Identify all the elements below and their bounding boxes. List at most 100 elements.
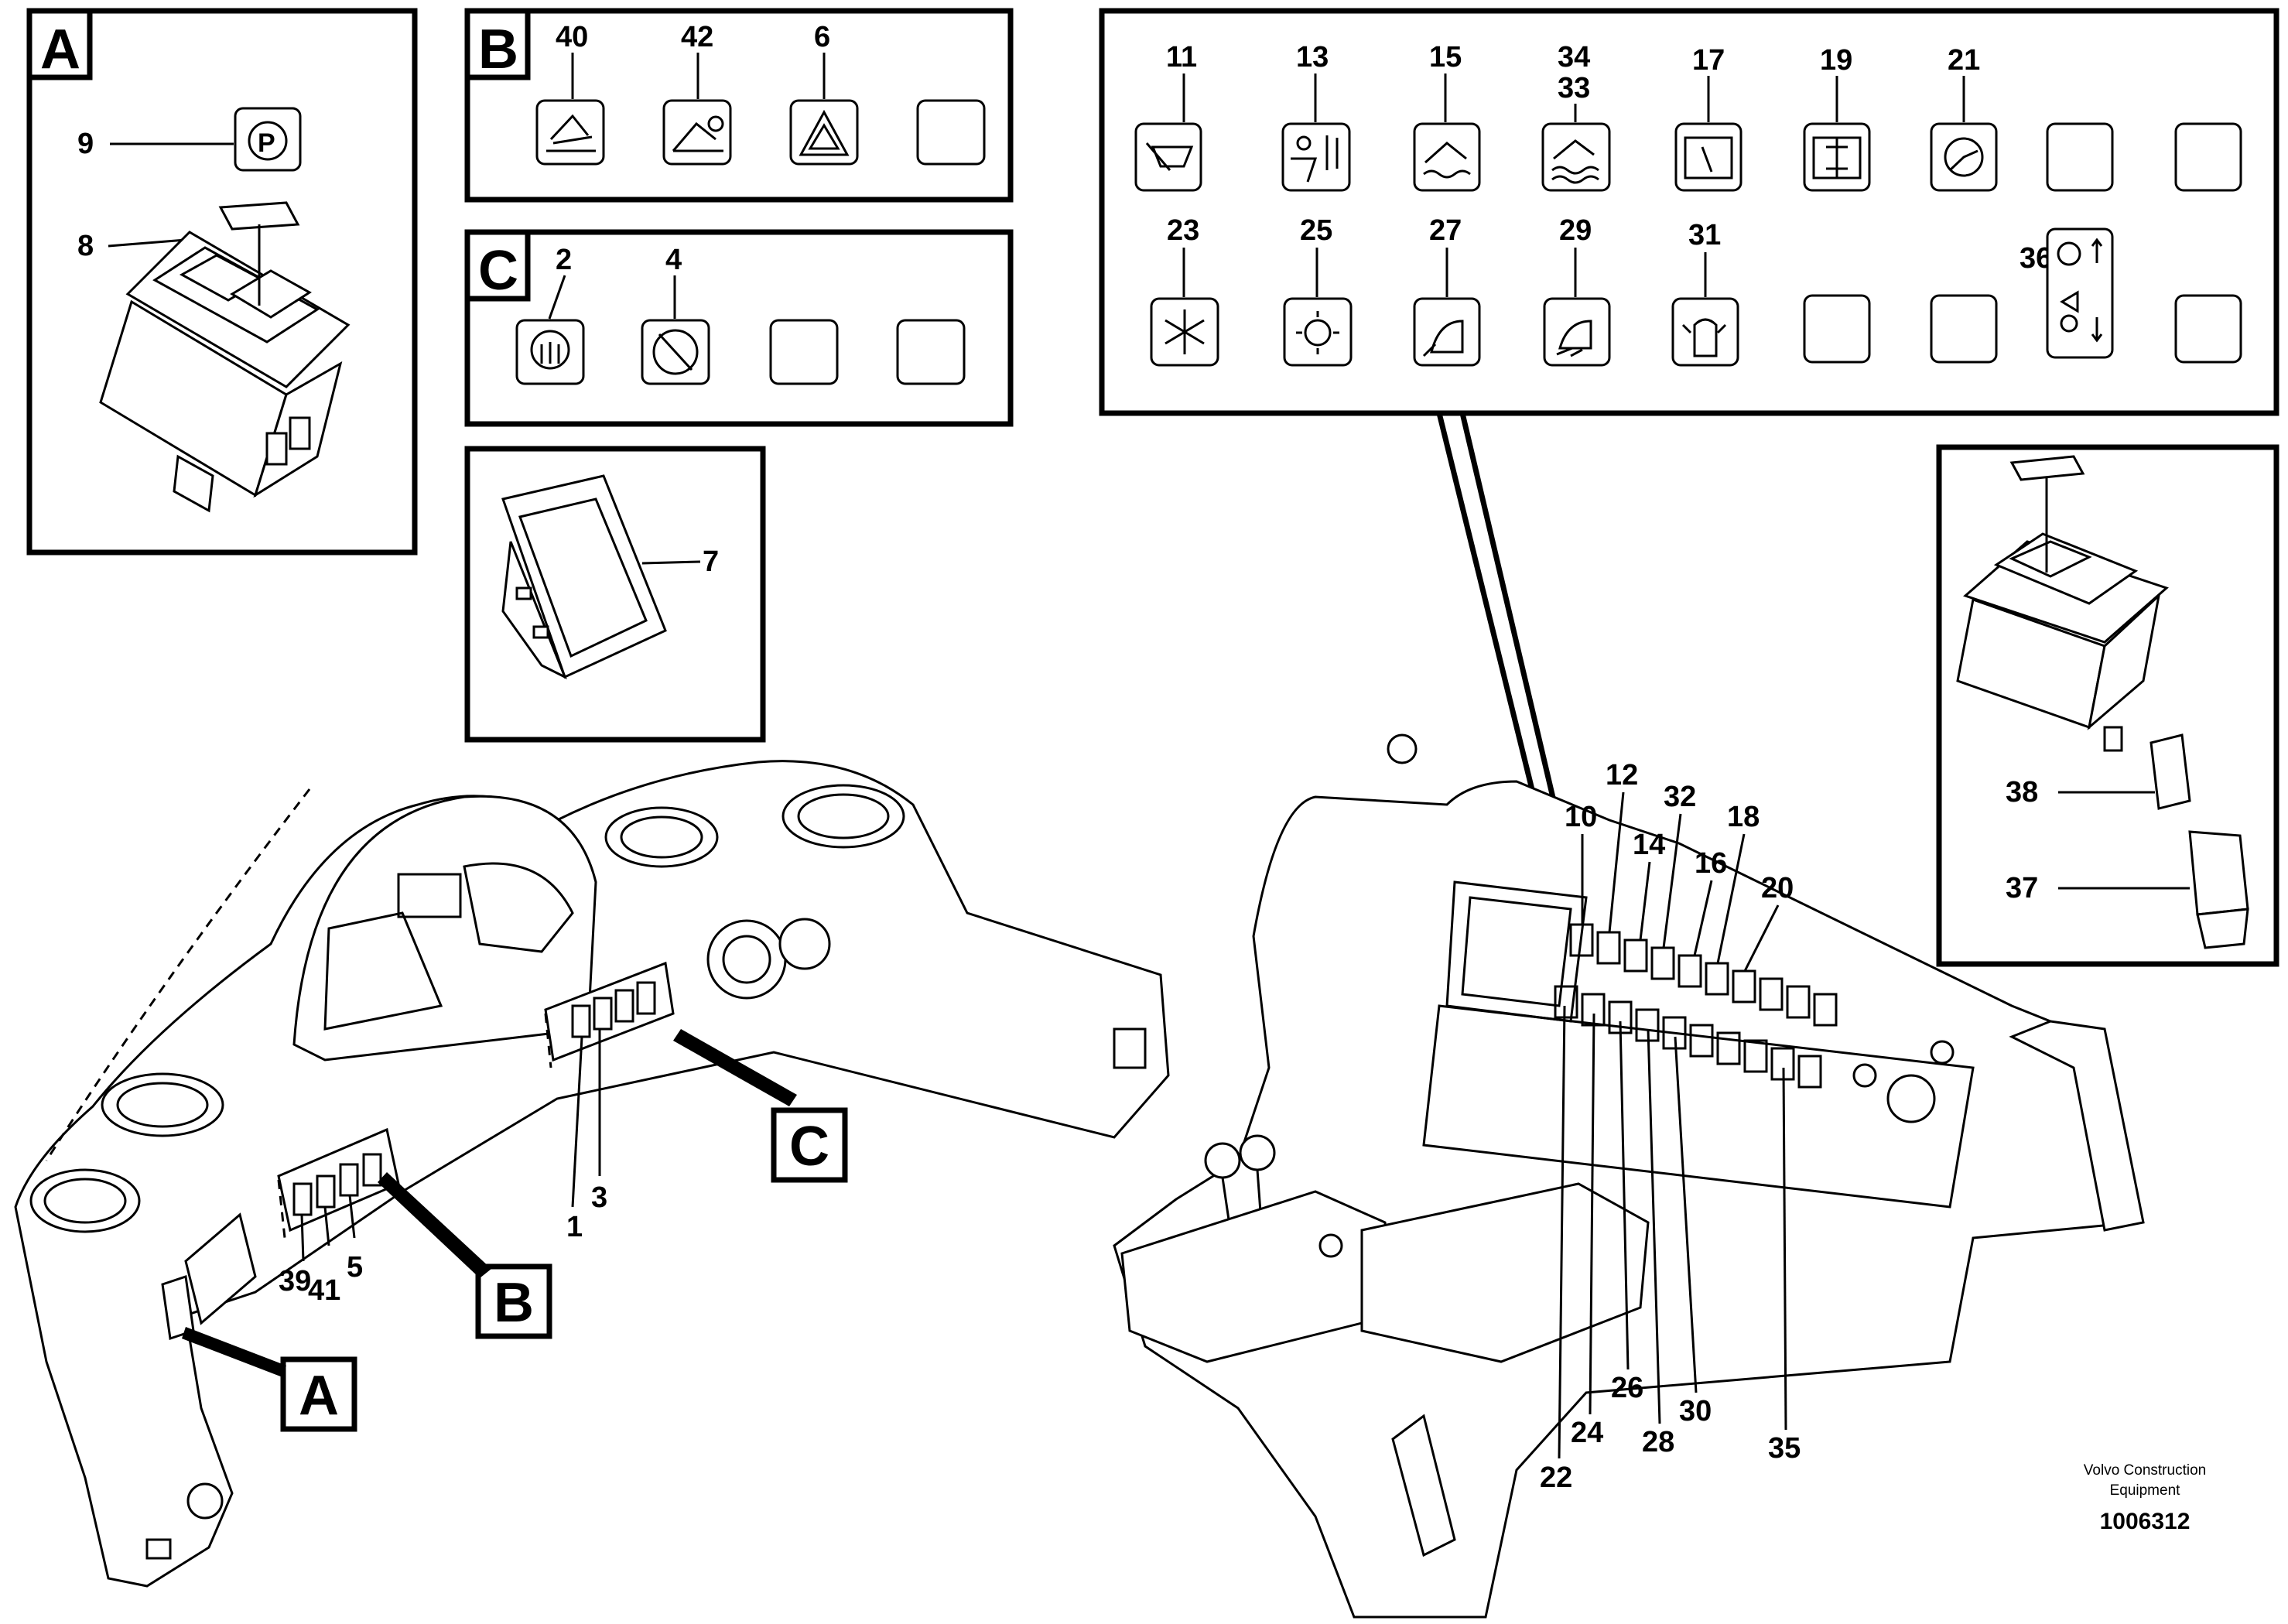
part-label-38: 38 — [2006, 776, 2038, 809]
blank-switch-grid-4 — [1930, 294, 1998, 364]
callout-a-letter: A — [299, 1365, 339, 1427]
part-label-37: 37 — [2006, 872, 2038, 904]
switch-symbol-15 — [1413, 122, 1481, 192]
part-label-21: 21 — [1948, 44, 1980, 77]
switch-cap — [2009, 455, 2085, 481]
switch-symbol-42 — [662, 99, 732, 166]
part-label-15: 15 — [1429, 41, 1462, 74]
panel-display-frame — [464, 446, 766, 743]
switch-symbol-34-33 — [1541, 122, 1611, 192]
part-label-28: 28 — [1642, 1426, 1674, 1458]
beacon-icon — [1681, 318, 1727, 357]
switch-symbol-29 — [1543, 297, 1611, 367]
panel-a-label-box — [26, 8, 93, 80]
switch-symbol-11 — [1134, 122, 1202, 192]
part-label-23: 23 — [1167, 214, 1199, 247]
joystick-1 — [1204, 1142, 1241, 1179]
gear-up-icon — [2057, 241, 2081, 266]
part-label-12: 12 — [1606, 759, 1638, 791]
work-mode-icon — [546, 114, 596, 152]
blank-switch-grid-3 — [1803, 294, 1871, 364]
rear-defroster-icon — [530, 330, 570, 370]
callout-a-box — [280, 1356, 357, 1432]
footer-company-line1: Volvo Construction — [2084, 1462, 2206, 1479]
panel-b-letter: B — [478, 19, 518, 80]
part-label-22: 22 — [1540, 1462, 1572, 1494]
part-label-11: 11 — [1166, 41, 1197, 74]
switch-symbol-36 — [2046, 227, 2114, 359]
switch-symbol-40 — [535, 99, 605, 166]
part-label-33: 33 — [1558, 72, 1590, 104]
part-label-17: 17 — [1692, 44, 1725, 77]
panel-switch-grid: 11 13 15 34 33 17 19 21 — [1099, 8, 2279, 941]
part-label-40: 40 — [556, 21, 588, 53]
part-label-35: 35 — [1768, 1432, 1801, 1465]
panel-a: A 9 P 8 — [26, 8, 418, 556]
part-label-32: 32 — [1664, 781, 1696, 813]
part-label-34: 34 — [1558, 41, 1590, 74]
part-label-14: 14 — [1633, 829, 1665, 861]
leader-b — [378, 1172, 491, 1278]
left-dashboard-drawing — [14, 760, 1170, 1588]
part-label-27: 27 — [1429, 214, 1462, 247]
keypad — [184, 1212, 257, 1325]
part-label-29: 29 — [1559, 214, 1592, 247]
blank-switch-c-2 — [896, 319, 966, 385]
blank-switch-b — [916, 99, 986, 166]
part-label-31: 31 — [1688, 219, 1721, 251]
part-label-42: 42 — [681, 21, 713, 53]
callout-c-letter: C — [789, 1116, 829, 1178]
panel-c-frame — [464, 229, 1014, 427]
rocker-switch-drawing — [99, 201, 351, 513]
panel-b: B 40 42 6 — [464, 8, 1014, 203]
part-label-16: 16 — [1695, 847, 1727, 880]
panel-display: 7 — [464, 446, 766, 743]
part-label-24: 24 — [1571, 1417, 1603, 1449]
blank-switch-c-1 — [769, 319, 839, 385]
parking-brake-switch-symbol — [234, 107, 302, 172]
part-label-7: 7 — [703, 545, 719, 578]
leader-c — [673, 1029, 797, 1106]
panel-a-frame — [26, 8, 418, 556]
part-label-19: 19 — [1820, 44, 1852, 77]
work-light-icon — [1422, 320, 1464, 357]
part-label-25: 25 — [1300, 214, 1332, 247]
switch-symbol-13 — [1281, 122, 1351, 192]
display-unit — [501, 474, 667, 679]
part-label-10: 10 — [1565, 801, 1597, 833]
part-label-4: 4 — [665, 244, 682, 276]
light-bulb-icon — [1304, 319, 1332, 347]
blank-switch-grid-2 — [2174, 122, 2242, 192]
part-label-2: 2 — [556, 244, 572, 276]
switch-symbol-25 — [1283, 297, 1353, 367]
switch-symbol-6 — [789, 99, 859, 166]
part-label-20: 20 — [1761, 872, 1794, 904]
part-label-13: 13 — [1296, 41, 1329, 74]
panel-connector-frame — [1936, 444, 2279, 967]
part-label-1: 1 — [566, 1211, 583, 1243]
switch-symbol-31 — [1671, 297, 1739, 367]
panel-connector: 38 37 — [1936, 444, 2279, 967]
svg-text:P: P — [258, 128, 275, 158]
bucket-unlock-icon — [672, 121, 723, 152]
callout-c-box — [771, 1107, 848, 1183]
part-label-9: 9 — [77, 128, 94, 160]
panel-b-frame — [464, 8, 1014, 203]
lever — [1391, 1414, 1456, 1557]
part-label-18: 18 — [1727, 801, 1760, 833]
part-label-39: 39 — [279, 1265, 311, 1297]
hazard-warning-icon — [799, 109, 850, 156]
blank-switch-grid-1 — [2046, 122, 2114, 192]
panel-grid-frame — [1099, 8, 2279, 416]
leader-a — [182, 1327, 286, 1377]
panel-a-letter: A — [40, 19, 80, 80]
footer-company-line2: Equipment — [2110, 1482, 2181, 1499]
part-label-26: 26 — [1611, 1372, 1643, 1404]
right-dashboard-drawing — [1113, 733, 2145, 1619]
connector-block — [2188, 830, 2249, 916]
ignition-switch — [706, 919, 787, 1000]
blank-switch-grid-5 — [2174, 294, 2242, 364]
rear-light-icon — [1556, 320, 1592, 357]
document-number: 1006312 — [2100, 1509, 2191, 1534]
